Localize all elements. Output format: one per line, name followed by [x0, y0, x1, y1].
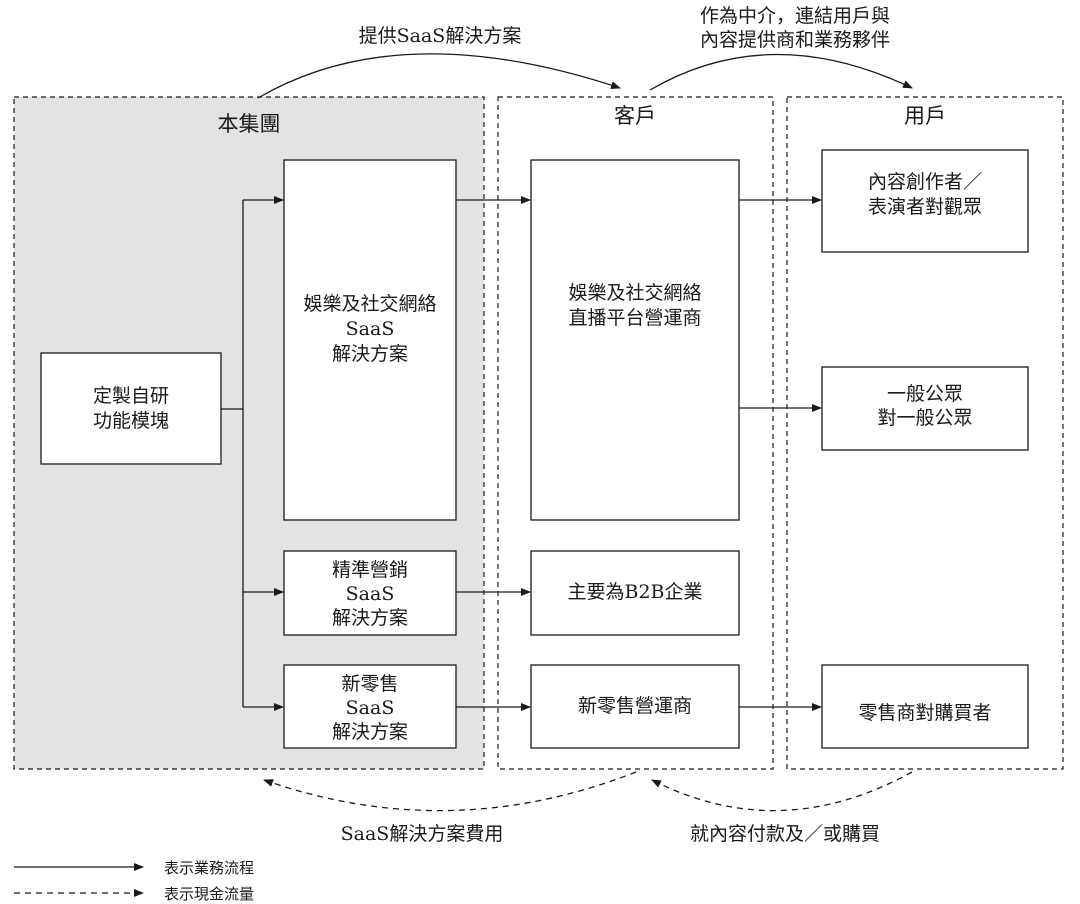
custom-module-box: [40, 352, 222, 465]
top-arc-left-label: 提供SaaS解決方案: [359, 25, 522, 47]
entertainment-saas-label-1: 娛樂及社交網絡: [303, 293, 436, 315]
group-column-title: 本集團: [218, 112, 281, 136]
public-label-2: 對一般公眾: [877, 407, 972, 429]
client-panel: [497, 96, 774, 770]
live-platform-box: [530, 159, 740, 521]
retail-operator-box: [530, 664, 740, 749]
top-arc-right-label-line2: 內容提供商和業務夥伴: [700, 29, 890, 51]
client-column-title: 客戶: [614, 104, 656, 128]
marketing-saas-box: [283, 550, 457, 636]
top-arc-left: [257, 53, 621, 99]
public-box: [821, 366, 1029, 451]
b2b-box: [530, 550, 740, 636]
top-arc-right-label-line1: 作為中介，連結用戶與: [700, 5, 890, 27]
live-platform-label-1: 娛樂及社交網絡: [568, 282, 701, 304]
creators-label-1: 內容創作者／: [868, 171, 982, 193]
bottom-arc-payment: [651, 771, 913, 812]
b2b-label: 主要為B2B企業: [567, 581, 702, 603]
public-label-1: 一般公眾: [887, 383, 963, 405]
entertainment-saas-label-3: 解決方案: [332, 343, 408, 365]
retail-saas-box: [283, 664, 457, 749]
marketing-saas-label-2: SaaS: [346, 583, 395, 605]
retail-operator-label: 新零售營運商: [578, 695, 692, 717]
bottom-arc-fee-label: SaaS解決方案費用: [341, 823, 504, 845]
bottom-arc-fee: [263, 771, 637, 812]
buyers-label: 零售商對購買者: [858, 702, 991, 724]
user-panel: [786, 96, 1064, 770]
legend-dashed-label: 表示現金流量: [164, 885, 254, 903]
retail-saas-label-2: SaaS: [346, 697, 395, 719]
legend-solid-label: 表示業務流程: [164, 859, 254, 877]
bottom-arc-payment-label: 就內容付款及／或購買: [690, 823, 880, 845]
marketing-saas-label-3: 解決方案: [332, 607, 408, 629]
custom-module-label-2: 功能模塊: [93, 410, 169, 432]
creators-label-2: 表演者對觀眾: [868, 196, 982, 218]
buyers-box: [821, 664, 1029, 749]
creators-box: [821, 149, 1029, 253]
live-platform-label-2: 直播平台營運商: [568, 307, 701, 329]
user-column-title: 用戶: [904, 104, 946, 128]
entertainment-saas-box: [283, 159, 457, 521]
entertainment-saas-label-2: SaaS: [346, 318, 395, 340]
marketing-saas-label-1: 精準營銷: [332, 559, 408, 581]
retail-saas-label-1: 新零售: [341, 673, 398, 695]
top-arc-right: [649, 53, 913, 91]
custom-module-label-1: 定製自研: [93, 385, 169, 407]
retail-saas-label-3: 解決方案: [332, 721, 408, 743]
